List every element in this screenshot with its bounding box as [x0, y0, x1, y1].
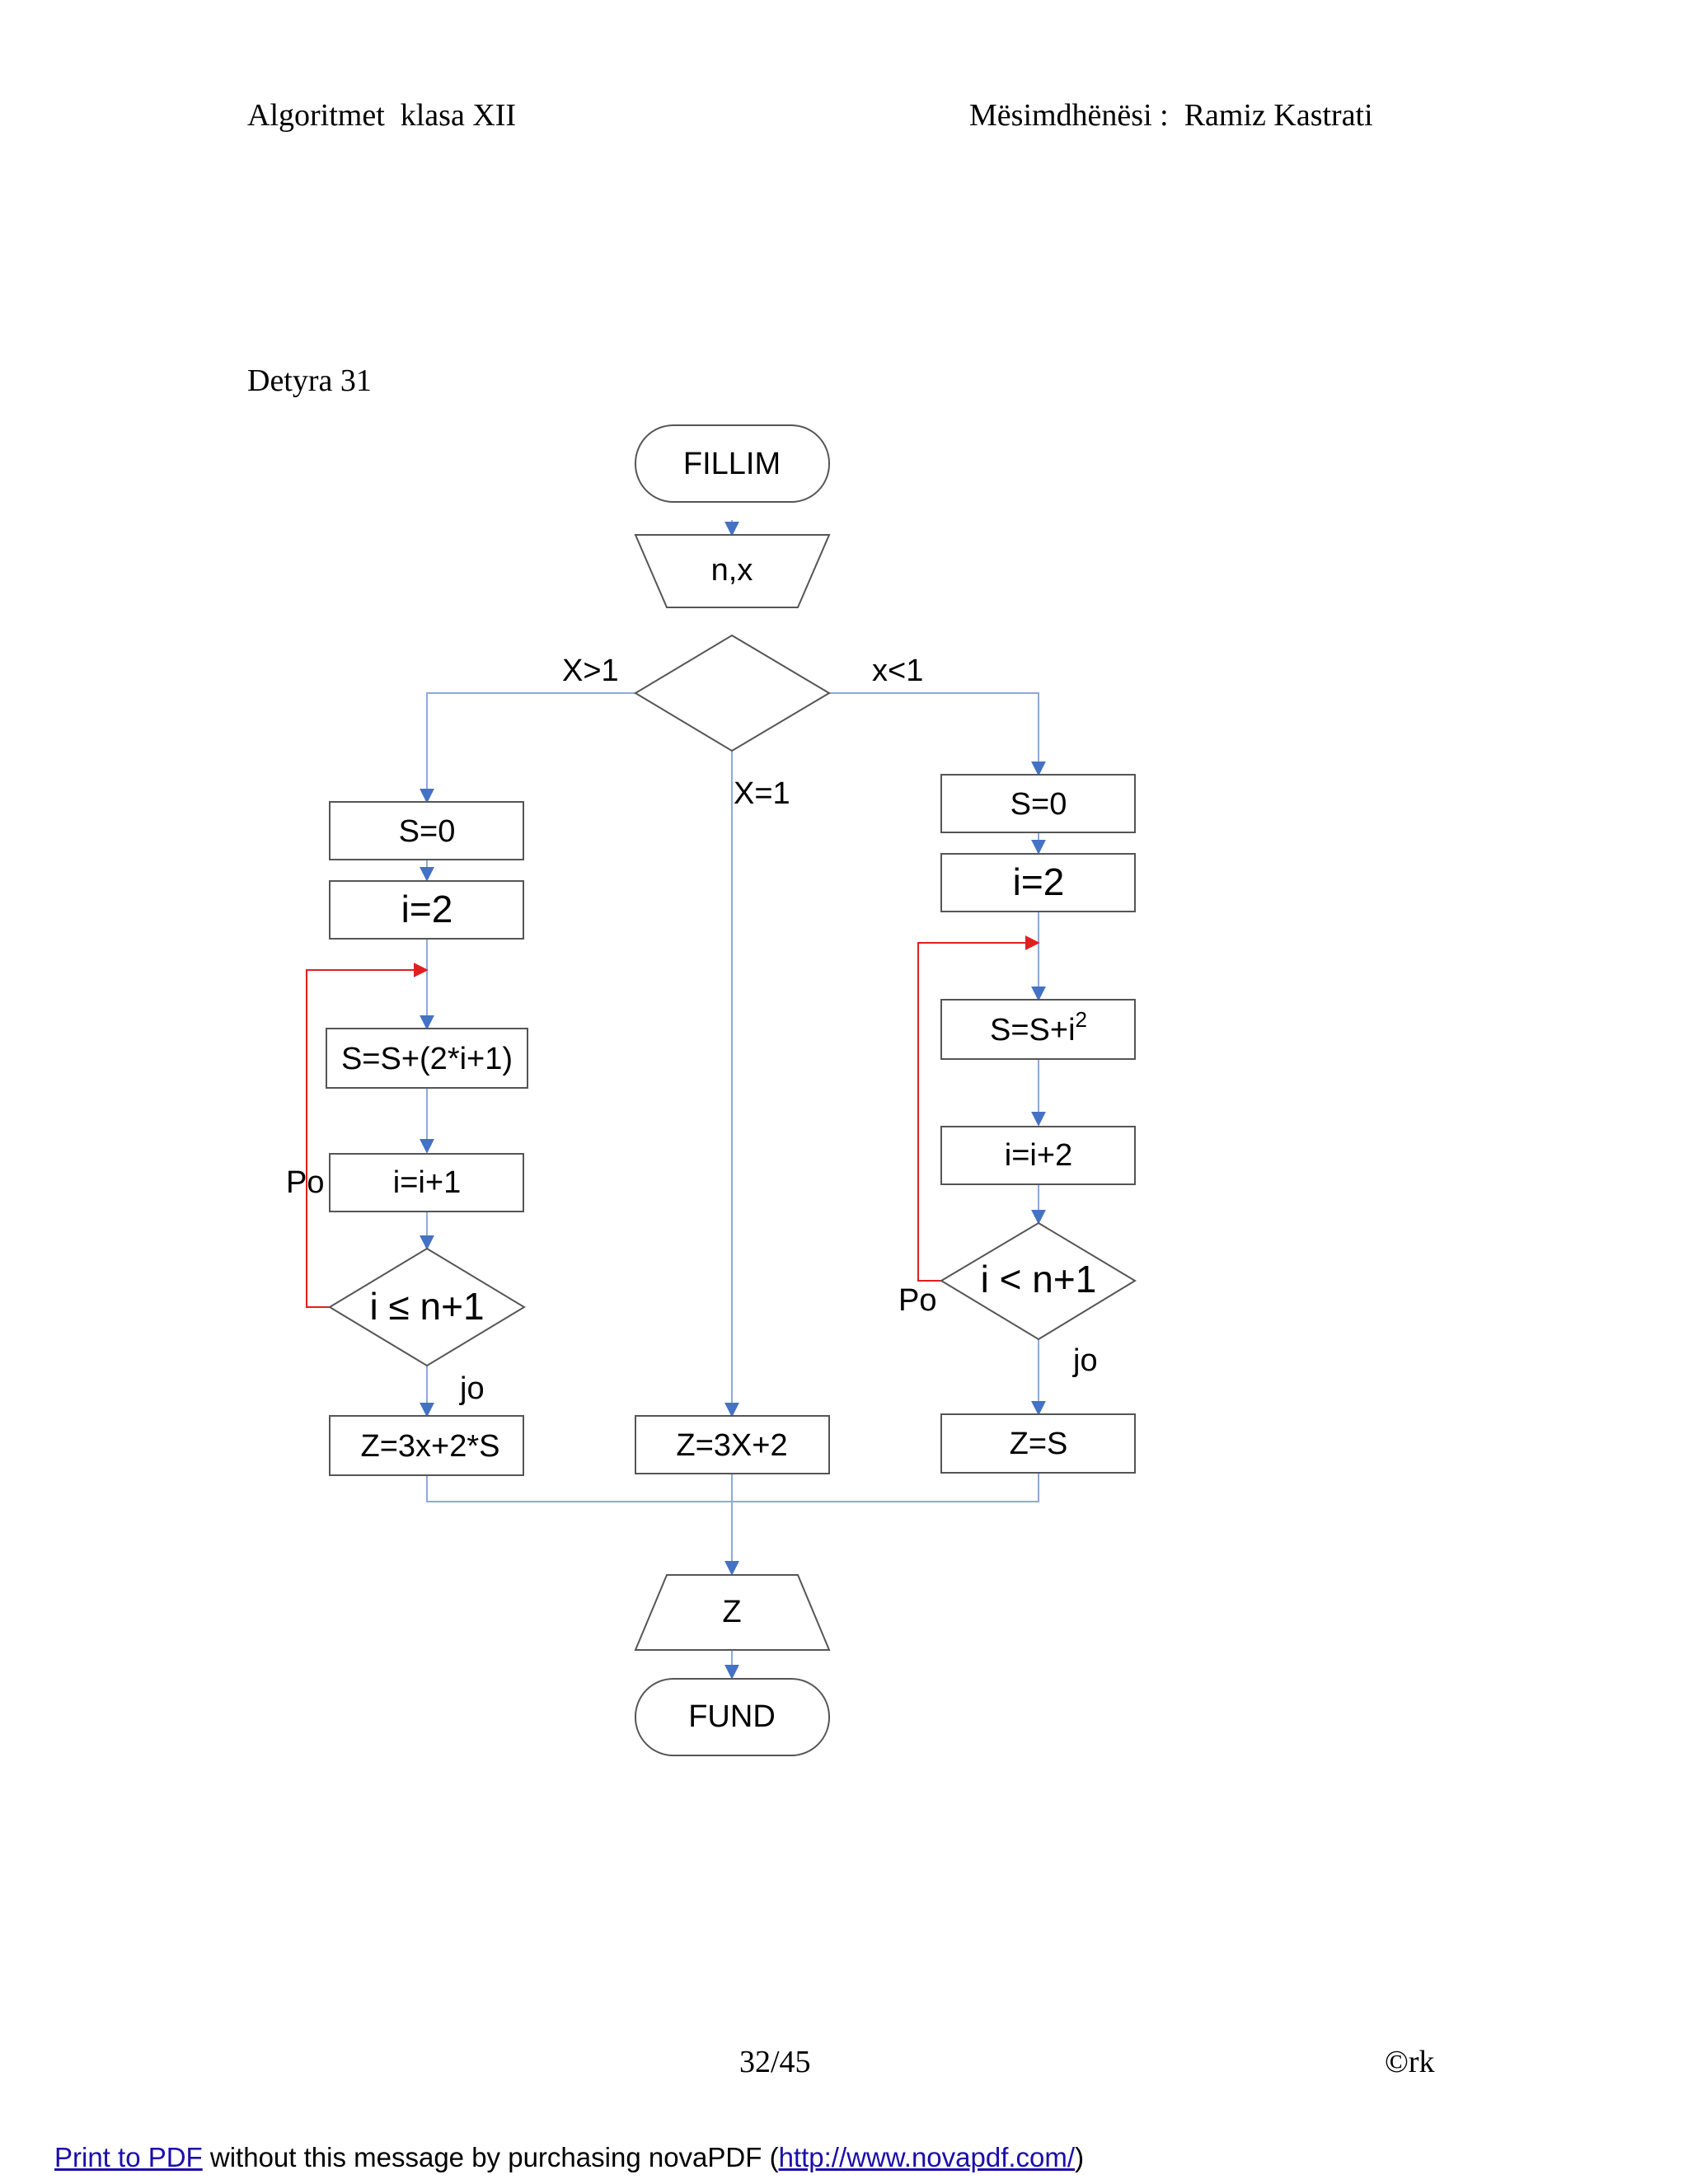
input-shape — [634, 534, 831, 608]
loop-lines — [306, 935, 1040, 1308]
left-result-label: Z=3x+2*S — [361, 1429, 500, 1464]
right-init-s-box — [940, 774, 1136, 833]
right-init-s-label: S=0 — [1010, 787, 1067, 822]
left-yes-label: Po — [286, 1165, 324, 1200]
left-result-box — [329, 1415, 524, 1476]
start-label: FILLIM — [683, 447, 781, 481]
footer-end: ) — [1075, 2142, 1085, 2172]
connector-lines — [420, 520, 1046, 1680]
left-increment-box — [329, 1153, 524, 1212]
novapdf-link[interactable]: http://www.novapdf.com/ — [778, 2142, 1076, 2172]
right-body-box — [940, 999, 1136, 1060]
right-condition-label: i < n+1 — [981, 1258, 1097, 1301]
left-no-label: jo — [459, 1371, 485, 1406]
left-init-i-label: i=2 — [401, 888, 453, 930]
footer-message: without this message by purchasing novaP… — [202, 2142, 779, 2172]
header-course-title: Algoritmet klasa XII — [247, 98, 517, 133]
copyright: ©rk — [1385, 2045, 1435, 2079]
middle-result-box — [635, 1415, 830, 1474]
end-terminal — [635, 1678, 830, 1756]
right-no-label: jo — [1072, 1343, 1098, 1378]
right-body-label: S=S+i2 — [990, 1007, 1087, 1047]
task-title: Detyra 31 — [247, 363, 372, 398]
left-init-i-box — [329, 880, 524, 940]
right-condition-decision — [940, 1221, 1137, 1341]
right-yes-label: Po — [898, 1283, 936, 1318]
right-init-i-box — [940, 853, 1136, 912]
output-shape — [634, 1574, 831, 1651]
left-init-s-label: S=0 — [399, 814, 456, 849]
output-label: Z — [722, 1595, 741, 1629]
print-to-pdf-link[interactable]: Print to PDF — [54, 2142, 203, 2172]
start-terminal — [635, 424, 830, 503]
middle-result-label: Z=3X+2 — [676, 1428, 787, 1463]
left-increment-label: i=i+1 — [393, 1165, 461, 1200]
right-increment-label: i=i+2 — [1005, 1138, 1072, 1173]
right-result-label: Z=S — [1010, 1427, 1068, 1461]
left-condition-label: i ≤ n+1 — [369, 1285, 484, 1328]
left-body-label: S=S+(2*i+1) — [341, 1042, 513, 1076]
pdf-footer: Print to PDF without this message by pur… — [54, 2142, 1084, 2173]
left-init-s-box — [329, 801, 524, 860]
right-init-i-label: i=2 — [1013, 860, 1065, 903]
middle-branch-label: X=1 — [734, 776, 790, 811]
input-label: n,x — [711, 553, 753, 588]
right-branch-label: x<1 — [872, 654, 923, 688]
left-body-box — [326, 1028, 528, 1089]
header-teacher-name: Mësimdhënësi : Ramiz Kastrati — [969, 98, 1373, 133]
right-body-exponent: 2 — [1076, 1007, 1087, 1032]
end-label: FUND — [688, 1699, 776, 1734]
right-increment-box — [940, 1126, 1136, 1185]
left-branch-label: X>1 — [562, 654, 619, 688]
page-number: 32/45 — [739, 2045, 811, 2079]
right-result-box — [940, 1413, 1136, 1474]
left-condition-decision — [328, 1247, 526, 1367]
branch-decision — [634, 634, 831, 752]
